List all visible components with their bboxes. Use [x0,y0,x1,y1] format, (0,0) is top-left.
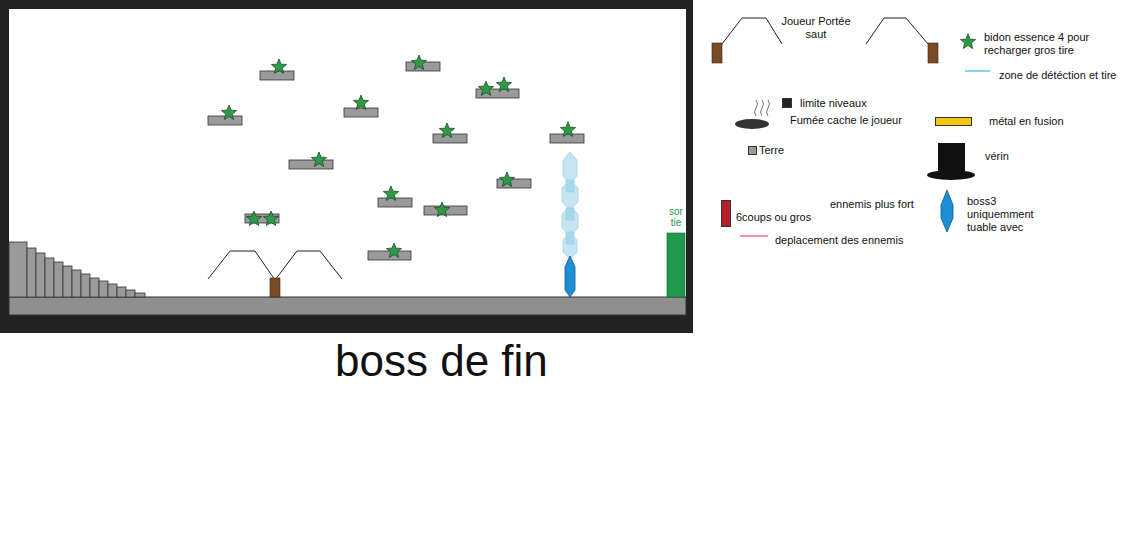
legend-swatch [782,98,792,108]
legend-smoke-sample [735,100,770,129]
legend-text: Joueur Portée saut [781,15,851,41]
ground [9,297,686,315]
detection-zone [562,152,578,259]
legend-detection-sample [965,70,990,71]
staircase [9,242,145,297]
legend-swatch [935,117,972,126]
legend-swatch [748,146,757,155]
legend-text: vérin [985,150,1009,163]
level-interior [9,9,686,297]
boss-figure [565,256,575,297]
legend-text: 6coups ou gros [736,211,811,224]
exit-door [667,233,685,297]
legend-text: bidon essence 4 pour recharger gros tire [984,31,1112,57]
fuel-cans [221,55,575,258]
legend-star-sample [960,34,975,49]
legend-text: Fumée cache le joueur [790,114,902,127]
exit-label: sor tie [663,206,689,228]
exit-node: sor tie [663,206,689,298]
caption: boss de fin [335,337,548,385]
legend-movement-sample [740,235,768,236]
legend-text: métal en fusion [989,115,1064,128]
legend-text: zone de détéction et tire [999,69,1116,82]
legend-swatch [721,200,731,227]
legend-piston-sample [927,143,975,180]
legend-boss-sample [941,190,953,232]
platforms [208,62,584,260]
legend-text: boss3 uniquemment tuable avec [967,195,1045,234]
note-label: ennemis plus fort [830,198,914,211]
legend-text: limite niveaux [800,97,867,110]
legend-text: Terre [759,144,784,157]
player-figure [208,251,342,297]
legend-text: deplacement des ennemis [775,234,903,247]
level-frame [0,0,693,333]
